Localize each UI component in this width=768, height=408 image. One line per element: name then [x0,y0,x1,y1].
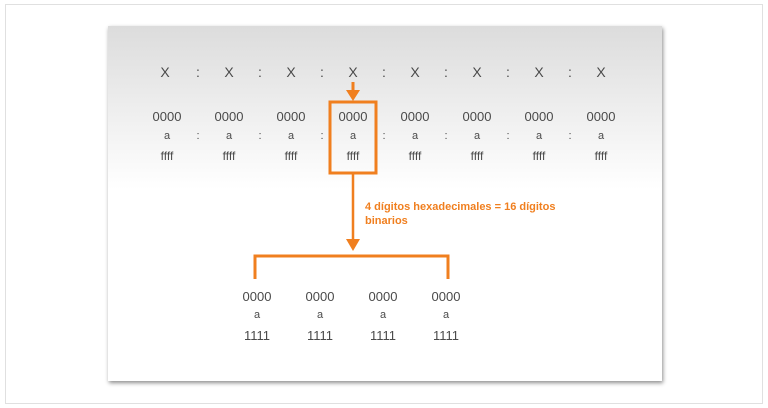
nibble-1-low: 0000 [242,289,272,304]
top-x-7: X [534,64,544,80]
nibble-4-high: 1111 [432,328,460,343]
hextet-4-high: ffff [346,149,360,163]
hextet-5-low: 0000 [400,109,430,124]
hextet-3-sep: a [287,130,295,142]
hextet-4-low: 0000 [338,109,368,124]
hextet-4-sep: a [349,130,357,142]
top-x-2: X [224,64,234,80]
bracket [253,254,450,279]
nibble-4-sep: a [442,309,450,321]
top-colon-1: : [196,64,200,80]
top-x-3: X [286,64,296,80]
hextet-colon-6: : [506,130,510,142]
hextet-2-sep: a [225,130,233,142]
arrow-down-top-head [346,90,360,101]
nibble-2-sep: a [316,309,324,321]
hextet-7-high: ffff [532,149,546,163]
top-colon-4: : [382,64,386,80]
hextet-8-low: 0000 [586,109,616,124]
nibble-1-high: 1111 [243,328,271,343]
hextet-6-low: 0000 [462,109,492,124]
nibble-1-sep: a [253,309,261,321]
hextet-8-high: ffff [594,149,608,163]
hextet-6-sep: a [473,130,481,142]
highlight-box [328,100,378,175]
hextet-colon-3: : [320,130,324,142]
hextet-3-high: ffff [284,149,298,163]
hextet-7-low: 0000 [524,109,554,124]
top-colon-3: : [320,64,324,80]
arrow-down-middle-head [346,239,360,251]
top-colon-5: : [444,64,448,80]
top-x-8: X [596,64,606,80]
hextet-7-sep: a [535,130,543,142]
nibble-4-low: 0000 [431,289,461,304]
top-x-1: X [160,64,170,80]
hextet-2-low: 0000 [214,109,244,124]
hextet-6-high: ffff [470,149,484,163]
hextet-colon-1: : [196,130,200,142]
nibble-2-high: 1111 [306,328,334,343]
top-x-5: X [410,64,420,80]
caption: 4 dígitos hexadecimales = 16 dígitos bin… [365,201,556,227]
hextet-5-sep: a [411,130,419,142]
hextet-1-sep: a [163,130,171,142]
hextet-8-sep: a [597,130,605,142]
hextet-colon-5: : [444,130,448,142]
nibble-3-sep: a [379,309,387,321]
nibble-3-high: 1111 [369,328,397,343]
top-colon-6: : [506,64,510,80]
diagram-card [108,26,662,381]
hextet-colon-2: : [258,130,262,142]
top-colon-2: : [258,64,262,80]
hextet-1-low: 0000 [152,109,182,124]
hextet-3-low: 0000 [276,109,306,124]
hextet-colon-4: : [382,130,386,142]
top-colon-7: : [568,64,572,80]
hextet-1-high: ffff [160,149,174,163]
hextet-colon-7: : [568,130,572,142]
nibble-3-low: 0000 [368,289,398,304]
hextet-2-high: ffff [222,149,236,163]
hextet-5-high: ffff [408,149,422,163]
nibble-2-low: 0000 [305,289,335,304]
top-x-6: X [472,64,482,80]
top-x-4: X [348,64,358,80]
